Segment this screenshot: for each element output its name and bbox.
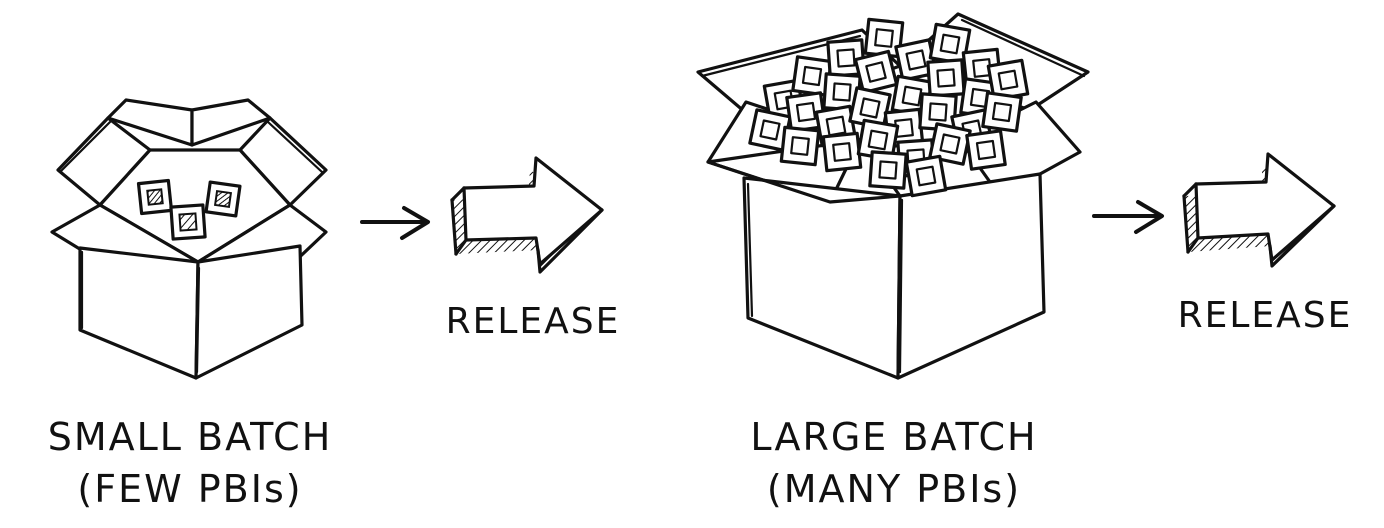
- large-release-label: RELEASE: [1177, 295, 1353, 336]
- small-batch-item-icon: [169, 203, 207, 241]
- large-batch-item-icon: [853, 49, 899, 95]
- large-batch-item-icon: [856, 118, 900, 162]
- small-release-arrow-icon: [450, 156, 604, 274]
- small-batch-arrow-icon: [360, 206, 430, 240]
- large-batch-subtitle: (MANY PBIs): [766, 467, 1022, 511]
- large-batch-item-icon: [986, 58, 1030, 102]
- small-batch-title: SMALL BATCH: [47, 415, 333, 459]
- large-batch-arrow-icon: [1092, 200, 1164, 234]
- small-batch-subtitle: (FEW PBIs): [77, 467, 303, 511]
- large-batch-title: LARGE BATCH: [750, 415, 1038, 459]
- large-batch-item-icon: [779, 125, 821, 167]
- large-batch-item-icon: [821, 131, 863, 173]
- small-batch-box-icon: [50, 98, 328, 380]
- large-batch-item-icon: [981, 91, 1023, 133]
- large-batch-box-icon: [696, 12, 1090, 380]
- large-batch-item-icon: [918, 92, 958, 132]
- small-batch-item-icon: [136, 178, 174, 216]
- large-batch-items: [748, 17, 1030, 198]
- large-batch-item-icon: [785, 91, 827, 133]
- large-batch-item-icon: [868, 150, 908, 190]
- large-batch-item-icon: [926, 58, 966, 98]
- small-release-label: RELEASE: [445, 301, 621, 342]
- large-batch-item-icon: [965, 129, 1007, 171]
- large-batch-item-icon: [928, 122, 972, 166]
- large-batch-item-icon: [748, 108, 792, 152]
- small-batch-item-icon: [204, 180, 242, 218]
- large-release-arrow-icon: [1182, 152, 1336, 268]
- large-batch-item-icon: [904, 154, 948, 198]
